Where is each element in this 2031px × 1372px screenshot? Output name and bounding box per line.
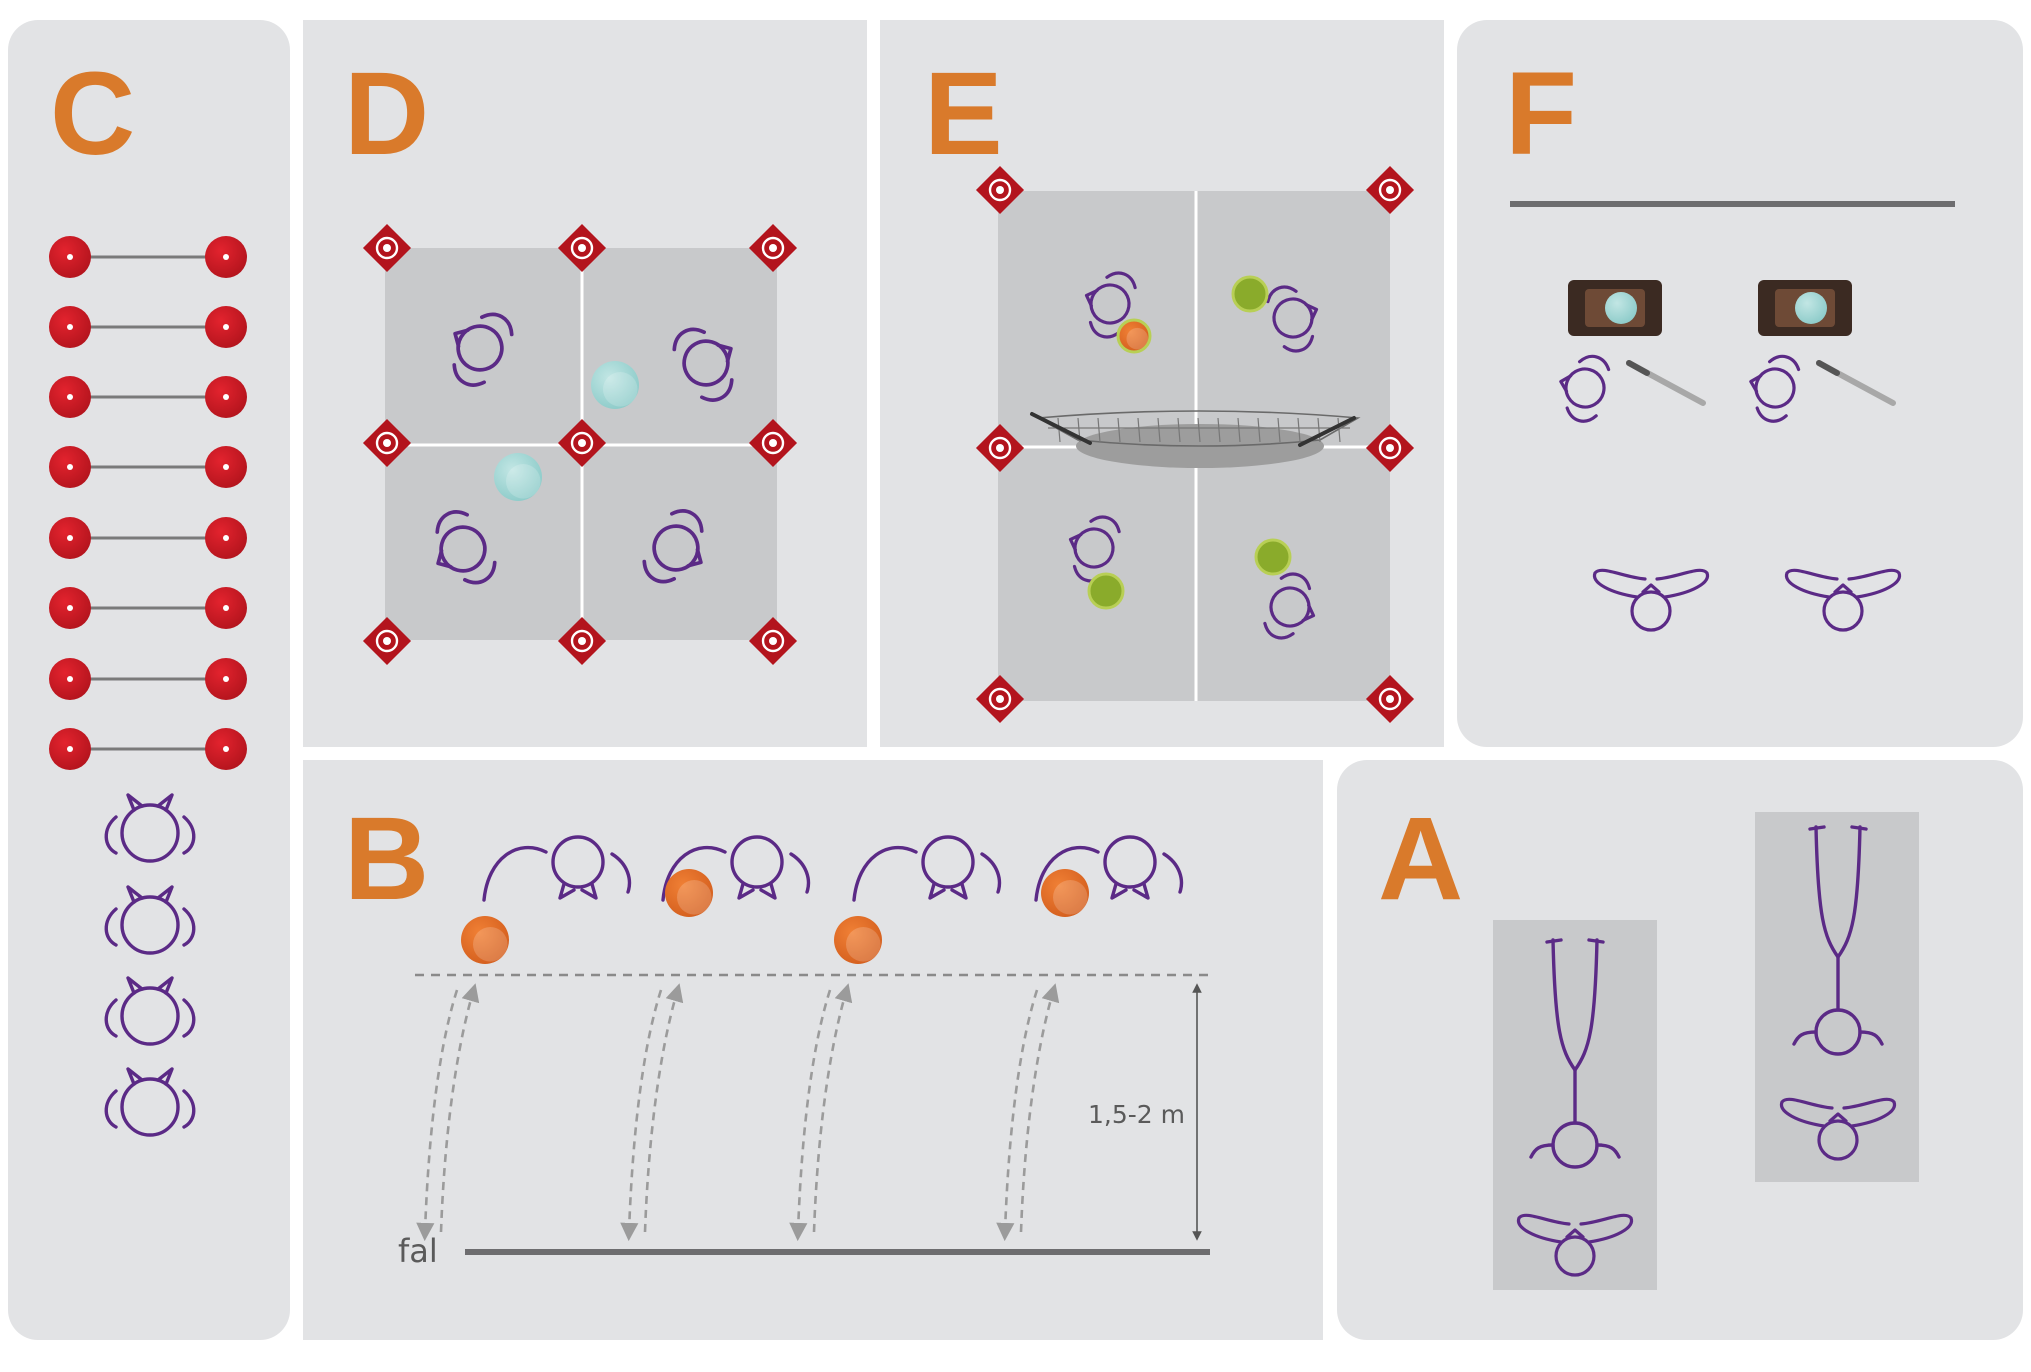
disc-cone-icon [49, 446, 91, 488]
disc-cone-icon [205, 446, 247, 488]
person-icon [642, 509, 704, 584]
person-icon [852, 835, 1002, 902]
disc-cone-icon [205, 728, 247, 770]
ball-icon [1087, 572, 1125, 610]
person-icon [661, 835, 811, 902]
throw-arrow [1019, 983, 1060, 1233]
throw-arrow [812, 983, 853, 1233]
panel-letter-b: B [344, 793, 430, 925]
net-icon [1030, 410, 1361, 468]
target-cone-icon [557, 616, 607, 666]
height-label: 1,5-2 m [1088, 1100, 1185, 1129]
tablet-icon [1758, 280, 1852, 336]
racket-icon [1816, 360, 1896, 406]
target-cone-icon [362, 418, 412, 468]
person-icon [1034, 835, 1184, 902]
person-arms-icon [1592, 568, 1710, 632]
person-icon [104, 1067, 196, 1137]
disc-cone-icon [205, 517, 247, 559]
return-arrow [620, 989, 663, 1242]
person-icon [672, 327, 734, 402]
ball-icon [665, 869, 713, 917]
disc-cone-icon [205, 236, 247, 278]
tablet-icon [1568, 280, 1662, 336]
panel-letter-a: A [1378, 793, 1464, 925]
disc-cone-icon [205, 376, 247, 418]
person-icon [1749, 354, 1801, 423]
panel-letter-c: C [50, 48, 136, 180]
target-cone-icon [748, 616, 798, 666]
person-arms-icon [1779, 1097, 1897, 1161]
ball-icon [1254, 538, 1292, 576]
target-cone-icon [748, 418, 798, 468]
disc-cone-icon [205, 306, 247, 348]
target-cone-icon [975, 165, 1025, 215]
person-icon [104, 793, 196, 863]
ball-icon [834, 916, 882, 964]
disc-cone-icon [49, 306, 91, 348]
return-arrow [416, 989, 459, 1242]
return-arrow [789, 989, 832, 1242]
disc-cone-icon [49, 517, 91, 559]
person-arms-icon [1784, 568, 1902, 632]
person-icon [1084, 271, 1137, 339]
disc-cone-icon [205, 658, 247, 700]
person-icon [1263, 572, 1316, 640]
ball-rim [1116, 318, 1152, 354]
person-icon [482, 835, 632, 902]
target-cone-icon [748, 223, 798, 273]
disc-cone-icon [49, 658, 91, 700]
person-lying-icon [1529, 938, 1621, 1169]
person-icon [1266, 285, 1319, 353]
panel-letter-d: D [344, 48, 430, 180]
disc-cone-icon [49, 376, 91, 418]
ball-icon [1119, 321, 1149, 351]
person-lying-icon [1792, 825, 1884, 1056]
person-icon [104, 885, 196, 955]
target-cone-icon [557, 223, 607, 273]
throw-arrow [643, 983, 684, 1233]
person-icon [104, 976, 196, 1046]
target-cone-icon [975, 674, 1025, 724]
target-cone-icon [362, 616, 412, 666]
wall-label: fal [398, 1232, 438, 1270]
target-cone-icon [975, 423, 1025, 473]
disc-cone-icon [49, 728, 91, 770]
ball-icon [1041, 869, 1089, 917]
target-cone-icon [557, 418, 607, 468]
racket-icon [1626, 360, 1706, 406]
person-icon [435, 510, 497, 585]
disc-cone-icon [205, 587, 247, 629]
ball-icon [1231, 275, 1269, 313]
ball-icon [461, 916, 509, 964]
return-arrow [996, 989, 1039, 1242]
person-icon [452, 312, 514, 387]
disc-cone-icon [49, 236, 91, 278]
throw-arrow [439, 983, 480, 1233]
person-icon [1559, 354, 1611, 423]
panel-letter-f: F [1505, 48, 1578, 180]
target-cone-icon [362, 223, 412, 273]
ball-icon [591, 361, 639, 409]
panel-letter-e: E [924, 48, 1003, 180]
disc-cone-icon [49, 587, 91, 629]
person-icon [1068, 515, 1121, 583]
person-arms-icon [1516, 1213, 1634, 1277]
ball-icon [494, 453, 542, 501]
